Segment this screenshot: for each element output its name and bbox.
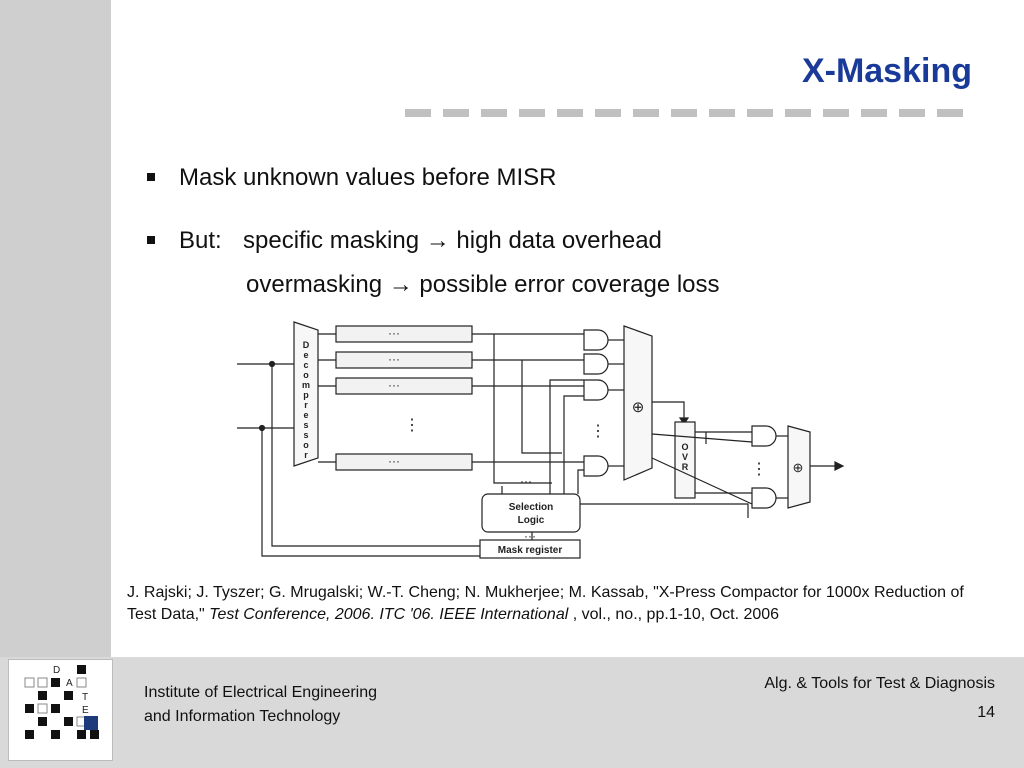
date-logo-icon: D A T E — [24, 665, 99, 739]
decompressor-letter: e — [303, 350, 308, 360]
bullet-marker — [147, 172, 155, 181]
bullet-2-lead: But: — [179, 227, 222, 254]
institute-line-1: Institute of Electrical Engineering — [144, 684, 378, 701]
side-strip — [0, 0, 111, 768]
slide-title: X-Masking — [801, 52, 972, 90]
logo-letter: E — [82, 705, 89, 716]
decompressor-letter: r — [304, 450, 308, 460]
gate-vdots: ⋮ — [590, 423, 606, 440]
decompressor-letter: o — [303, 370, 309, 380]
ellipsis: ··· — [520, 474, 532, 488]
page-number: 14 — [977, 704, 995, 721]
institute-name: Institute of Electrical Engineering and … — [144, 681, 377, 729]
reference-venue: Test Conference, 2006. ITC '06. IEEE Int… — [209, 606, 569, 623]
chain-ellipsis: ··· — [388, 326, 400, 340]
chain-vdots: ⋮ — [404, 417, 420, 434]
title-dash-line — [405, 109, 975, 117]
ovr-letter: R — [682, 462, 689, 472]
decompressor-letter: c — [303, 360, 308, 370]
mask-register-label: Mask register — [498, 545, 563, 556]
chain-ellipsis: ··· — [388, 352, 400, 366]
bullet-1-text: Mask unknown values before MISR — [179, 164, 557, 191]
logo-letter: T — [82, 692, 88, 703]
selection-logic-label: Logic — [518, 515, 545, 526]
bullet-2-line-2: overmasking → possible error coverage lo… — [246, 271, 720, 298]
decompressor-letter: s — [303, 420, 308, 430]
footer-bar — [0, 657, 1024, 768]
date-logo: D A T E — [8, 659, 113, 761]
decompressor-letter: p — [303, 390, 309, 400]
xor-icon: ⊕ — [632, 399, 645, 416]
reference-suffix: , vol., no., pp.1-10, Oct. 2006 — [568, 606, 780, 623]
decompressor-letter: e — [303, 410, 308, 420]
ovr-letter: V — [682, 452, 688, 462]
decompressor-letter: o — [303, 440, 309, 450]
bullet-2-line-1: specific masking → high data overhead — [243, 227, 662, 254]
decompressor-letter: r — [304, 400, 308, 410]
xor-icon: ⊕ — [793, 460, 804, 475]
ellipsis: ··· — [524, 529, 536, 543]
ovr-letter: O — [681, 442, 688, 452]
bullet-1: Mask unknown values before MISR — [147, 164, 557, 192]
institute-line-2: and Information Technology — [144, 708, 341, 725]
decompressor-letter: m — [302, 380, 310, 390]
reference-prefix: J. Rajski; J. Tyszer; G. Mrugalski; W.-T… — [127, 584, 964, 623]
logo-letter: A — [66, 678, 73, 689]
bullet-2: But: specific masking → high data overhea… — [147, 227, 662, 255]
x-press-compactor-diagram: D e c o m p r e s s o r O V R ··· ··· ··… — [237, 321, 845, 559]
decompressor-letter: D — [303, 340, 310, 350]
logo-letter: D — [53, 665, 60, 676]
chain-ellipsis: ··· — [388, 378, 400, 392]
selection-logic-label: Selection — [509, 502, 553, 513]
gate-vdots: ⋮ — [751, 461, 767, 478]
course-title: Alg. & Tools for Test & Diagnosis — [764, 675, 995, 692]
decompressor-letter: s — [303, 430, 308, 440]
bullet-marker — [147, 235, 155, 244]
reference-citation: J. Rajski; J. Tyszer; G. Mrugalski; W.-T… — [127, 582, 997, 626]
chain-ellipsis: ··· — [388, 454, 400, 468]
